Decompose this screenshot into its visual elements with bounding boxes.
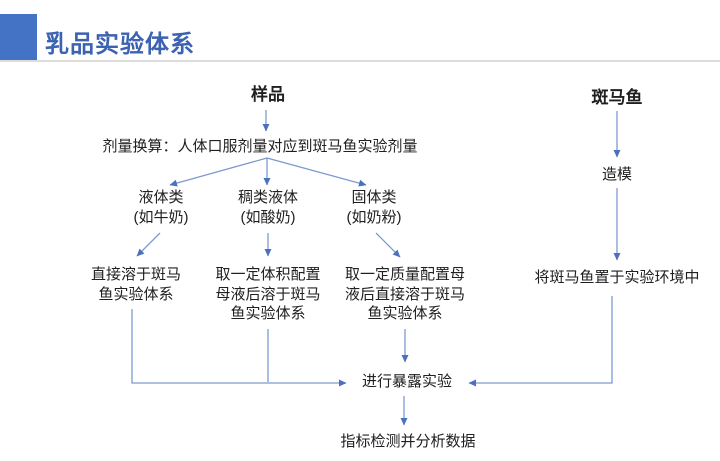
page-title: 乳品实验体系 bbox=[45, 31, 195, 58]
node-analysis: 指标检测并分析数据 bbox=[340, 433, 476, 450]
accent-square bbox=[0, 14, 37, 60]
node-dose-conversion: 剂量换算：人体口服剂量对应到斑马鱼实验剂量 bbox=[102, 138, 418, 155]
node-method-direct: 直接溶于斑马鱼实验体系 bbox=[90, 266, 181, 303]
node-exposure: 进行暴露实验 bbox=[361, 373, 453, 390]
node-method-volume: 取一定体积配置母液后溶于斑马鱼实验体系 bbox=[215, 266, 321, 322]
node-branch-thick-liquid: 稠类液体 (如酸奶) bbox=[238, 188, 298, 227]
branch-label: 稠类液体 bbox=[237, 189, 299, 206]
node-modeling: 造模 bbox=[601, 166, 633, 183]
node-method-mass: 取一定质量配置母液后直接溶于斑马鱼实验体系 bbox=[344, 266, 465, 322]
branch-label: 固体类 bbox=[351, 189, 397, 206]
branch-example: (如酸奶) bbox=[240, 208, 296, 226]
node-zebrafish: 斑马鱼 bbox=[591, 88, 643, 107]
node-branch-solid: 固体类 (如奶粉) bbox=[347, 188, 402, 227]
branch-example: (如奶粉) bbox=[346, 208, 402, 226]
node-branch-liquid: 液体类 (如牛奶) bbox=[134, 188, 189, 227]
node-sample: 样品 bbox=[251, 85, 285, 104]
node-placement: 将斑马鱼置于实验环境中 bbox=[534, 269, 700, 286]
branch-example: (如牛奶) bbox=[133, 208, 189, 226]
branch-label: 液体类 bbox=[138, 189, 184, 206]
header-divider bbox=[0, 60, 720, 62]
